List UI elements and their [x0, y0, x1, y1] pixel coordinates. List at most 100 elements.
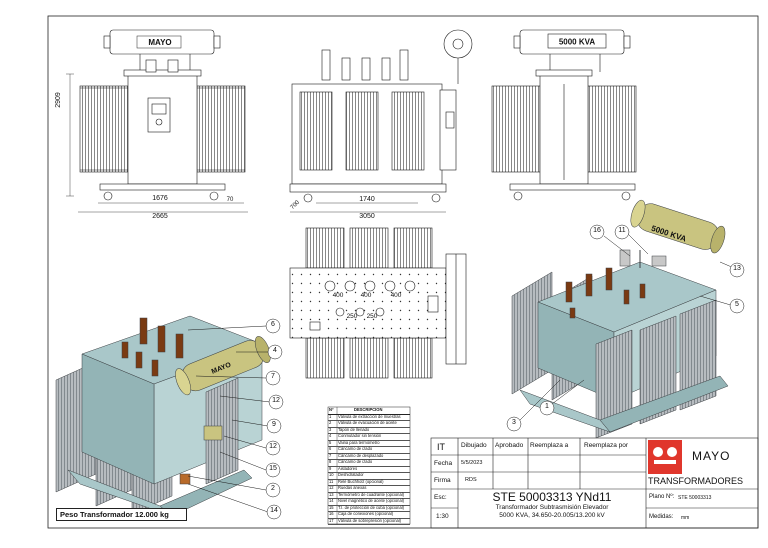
dim-top-4: 250 [347, 313, 358, 320]
dim-top-5: 250 [367, 313, 378, 320]
callout-1: 1 [545, 403, 549, 410]
dim-width-2: 2665 [152, 213, 168, 220]
description-row-number: 7 [329, 452, 332, 458]
tb-fecha-label: Fecha [434, 460, 453, 467]
callout-11: 11 [618, 227, 626, 234]
company-logo [648, 440, 682, 474]
tb-fecha-value: 5/5/2023 [461, 460, 483, 466]
callout-7: 7 [271, 373, 275, 380]
dim-width-1: 1676 [152, 195, 168, 202]
description-row-number: 12 [329, 485, 334, 491]
description-row-number: 10 [329, 472, 334, 478]
description-header-n: Nº [329, 407, 334, 412]
callout-12b: 12 [269, 443, 277, 450]
description-row-text: Cáncamo de desplazado [338, 452, 384, 458]
tb-dibujado: Dibujado [461, 442, 487, 449]
tb-firma-label: Firma [434, 477, 451, 484]
callouts-left [187, 318, 284, 520]
dim-height-side: 2909 [55, 92, 62, 108]
iso-view-right [511, 199, 729, 439]
dim-width-3: 70 [227, 197, 234, 203]
callout-12a: 12 [272, 397, 280, 404]
description-row-number: 5 [329, 439, 332, 445]
callout-2: 2 [271, 485, 275, 492]
dim-front-1: 1740 [359, 196, 375, 203]
sheet-border [47, 15, 759, 529]
tb-plano-label: Plano Nº: [649, 494, 675, 500]
description-header: Nº DESCRIPCION [328, 407, 410, 415]
description-row: 17 Válvula de sobrepresión (opcional) [328, 518, 410, 526]
description-row: 4 Conmutador sin tensión [328, 433, 410, 441]
title-block-frame [430, 437, 759, 529]
description-row-number: 2 [329, 420, 332, 426]
callout-16: 16 [593, 227, 601, 234]
side-nameplate [136, 35, 182, 49]
description-row: 3 Tapón de llenado [328, 427, 410, 435]
side-nameplate-text: MAYO [148, 38, 171, 47]
iso-view-left [55, 315, 271, 517]
description-row-text: Conmutador sin tensión [338, 433, 382, 439]
description-row-number: 11 [329, 478, 334, 484]
description-row-number: 1 [329, 413, 332, 419]
company-brand: MAYO [692, 449, 731, 463]
callout-9: 9 [272, 421, 276, 428]
description-row-text: Relé Buchholz (opcional) [338, 478, 384, 484]
description-row: 2 Válvula de evacuación de aceite [328, 420, 410, 428]
dim-top-3: 400 [391, 292, 402, 299]
description-row-number: 6 [329, 446, 332, 452]
tb-aprobado: Aprobado [495, 442, 524, 449]
description-row-number: 16 [329, 511, 334, 517]
drawing-subtitle-2: 5000 KVA, 34.650-20.005/13.200 kV [499, 512, 605, 519]
callout-5: 5 [735, 301, 739, 308]
tb-reemplaza-por: Reemplaza por [584, 442, 629, 449]
callout-3: 3 [512, 419, 516, 426]
description-row-number: 4 [329, 433, 332, 439]
tb-medidas-label: Medidas: [649, 514, 674, 520]
company-line: TRANSFORMADORES [648, 476, 744, 486]
description-row-text: Cáncamo de izado [338, 446, 373, 452]
description-row-text: Aisladores [338, 465, 358, 471]
description-row: 11 Relé Buchholz (opcional) [328, 479, 410, 487]
description-row: 13 Termómetro de cuadrante (opcional) [328, 492, 410, 500]
description-row-text: Tapón de llenado [338, 426, 370, 432]
tb-esc-label: Esc: [434, 494, 447, 501]
description-row-text: Válvula de evacuación de aceite [338, 420, 397, 426]
tb-plano-value: STE 50003313 [678, 495, 712, 501]
description-row: 6 Cáncamo de izado [328, 446, 410, 454]
description-row-number: 17 [329, 517, 334, 523]
description-table-frame [327, 406, 411, 525]
description-row-text: T.I. de protección de cuba (opcional) [338, 504, 404, 510]
callout-13: 13 [733, 265, 741, 272]
dim-front-3: 700 [290, 199, 302, 211]
dim-front-2: 3050 [359, 213, 375, 220]
description-row-number: 13 [329, 491, 334, 497]
drawing-subtitle-1: Transformador Subtrasmisión Elevador [495, 504, 609, 511]
description-row-text: Nivel magnético de aceite (opcional) [338, 498, 404, 504]
callout-15: 15 [269, 465, 277, 472]
front-view [289, 29, 473, 213]
side-view [66, 29, 248, 213]
description-row: 14 Nivel magnético de aceite (opcional) [328, 498, 410, 506]
dim-top-1: 400 [333, 292, 344, 299]
weight-label: Peso Transformador 12.000 kg [56, 508, 187, 521]
description-row-number: 3 [329, 426, 332, 432]
description-row-text: Termómetro de cuadrante (opcional) [338, 491, 404, 497]
callouts-right [506, 224, 745, 432]
callout-6: 6 [271, 321, 275, 328]
description-row-number: 15 [329, 504, 334, 510]
rear-nameplate [547, 33, 607, 49]
tb-firma-value: RDS [465, 477, 477, 483]
description-header-t: DESCRIPCION [354, 407, 383, 412]
callout-4: 4 [273, 347, 277, 354]
description-row: 12 Ruedas anexas [328, 485, 410, 493]
tb-it: IT [437, 442, 445, 452]
description-row-text: Ruedas anexas [338, 485, 367, 491]
description-row-number: 14 [329, 498, 334, 504]
description-row-text: Válvula de sobrepresión (opcional) [338, 517, 402, 523]
